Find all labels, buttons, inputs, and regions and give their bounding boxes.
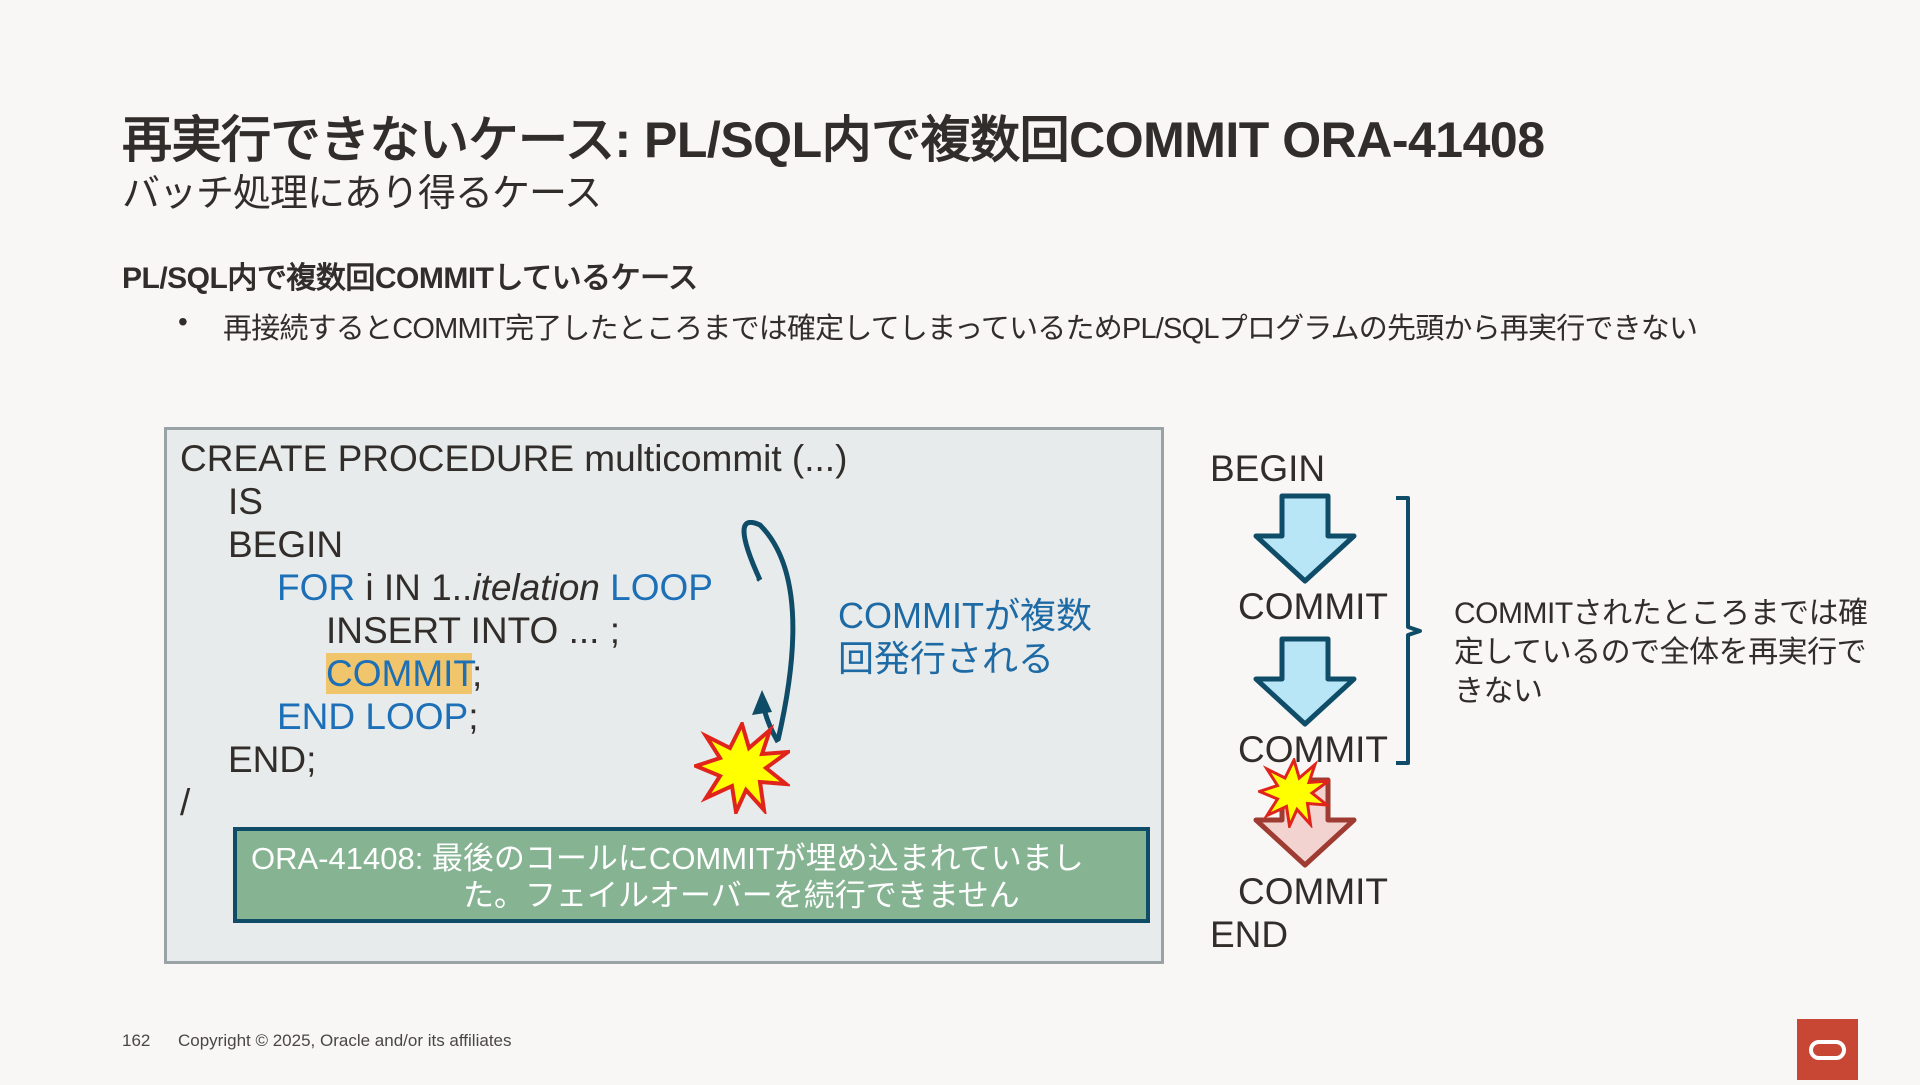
bullet-marker: • bbox=[178, 306, 188, 337]
down-arrow-icon bbox=[1253, 493, 1357, 584]
error-message-box: ORA-41408: 最後のコールにCOMMITが埋め込まれていまし た。フェイ… bbox=[233, 827, 1150, 923]
flow-commit-1: COMMIT bbox=[1238, 586, 1389, 627]
code-line-slash: / bbox=[180, 782, 191, 823]
code-line-create: CREATE PROCEDURE multicommit (...) bbox=[180, 438, 848, 479]
oracle-logo bbox=[1797, 1019, 1858, 1080]
flow-note: COMMITされたところまでは確定しているので全体を再実行できない bbox=[1454, 597, 1868, 708]
error-burst-icon bbox=[1258, 758, 1330, 828]
down-arrow-icon bbox=[1253, 636, 1357, 727]
end-loop-semicolon: ; bbox=[468, 696, 479, 737]
loop-variable: itelation bbox=[472, 567, 600, 608]
code-line-begin: BEGIN bbox=[228, 524, 344, 565]
error-message-line2: た。フェイルオーバーを続行できません bbox=[463, 878, 1020, 913]
loop-arrow-icon bbox=[741, 520, 796, 744]
commit-semicolon: ; bbox=[471, 653, 483, 694]
for-range: i IN 1.. bbox=[355, 567, 473, 608]
code-line-end-loop: END LOOP; bbox=[277, 695, 479, 738]
slide-title: 再実行できないケース: PL/SQL内で複数回COMMIT ORA-41408 bbox=[122, 112, 1545, 168]
copyright-text: Copyright © 2025, Oracle and/or its affi… bbox=[178, 1031, 512, 1050]
commit-keyword-highlighted: COMMIT bbox=[326, 653, 472, 694]
bullet-text: 再接続するとCOMMIT完了したところまでは確定してしまっているためPL/SQL… bbox=[223, 313, 1698, 345]
code-line-for: FOR i IN 1..itelation LOOP bbox=[277, 566, 713, 609]
flow-begin: BEGIN bbox=[1210, 448, 1326, 489]
code-line-insert: INSERT INTO ... ; bbox=[326, 610, 621, 651]
brace-icon bbox=[1396, 496, 1422, 765]
failed-arrow-icon bbox=[1253, 777, 1357, 868]
flow-commit-3: COMMIT bbox=[1238, 871, 1389, 912]
loop-note-line2: 回発行される bbox=[838, 638, 1055, 679]
code-line-is: IS bbox=[228, 481, 263, 522]
error-burst-icon bbox=[694, 722, 790, 814]
oracle-logo-icon bbox=[1809, 1040, 1846, 1060]
loop-keyword: LOOP bbox=[599, 567, 713, 608]
loop-note: COMMITが複数 回発行される bbox=[838, 594, 1092, 680]
flow-commit-2: COMMIT bbox=[1238, 729, 1389, 770]
end-loop-keyword: END LOOP bbox=[277, 696, 469, 737]
page-number: 162 bbox=[122, 1031, 151, 1050]
code-line-end: END; bbox=[228, 739, 317, 780]
loop-note-line1: COMMITが複数 bbox=[838, 595, 1092, 636]
section-heading: PL/SQL内で複数回COMMITしているケース bbox=[122, 262, 698, 295]
code-line-commit: COMMIT; bbox=[326, 652, 482, 695]
flow-end: END bbox=[1210, 914, 1289, 955]
for-keyword: FOR bbox=[277, 567, 356, 608]
error-message-line1: ORA-41408: 最後のコールにCOMMITが埋め込まれていまし bbox=[251, 841, 1084, 876]
slide-subtitle: バッチ処理にあり得るケース bbox=[122, 173, 602, 215]
